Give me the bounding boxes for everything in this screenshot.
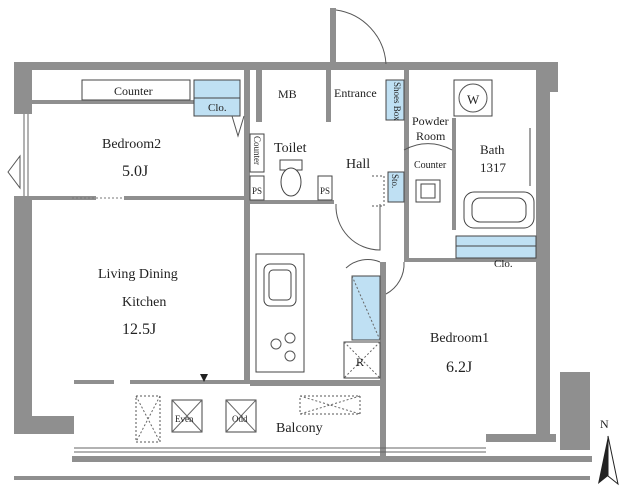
- mb-area: MB: [278, 87, 297, 101]
- ps-right-label: PS: [320, 186, 330, 196]
- bedroom2-area: Counter Clo. Bedroom2 5.0J: [81, 79, 245, 180]
- windows: [7, 114, 486, 453]
- ldk-area: Living Dining Kitchen 12.5J R: [98, 253, 405, 379]
- powder-room-area: Powder Room W Counter: [403, 79, 493, 203]
- clo-bedroom2-label: Clo.: [208, 102, 227, 114]
- bath-label: Bath: [480, 142, 505, 157]
- hall-label: Hall: [346, 157, 370, 172]
- bedroom2-name: Bedroom2: [102, 137, 161, 152]
- powder-line2: Room: [416, 129, 446, 143]
- bedroom1-area: Bedroom1 6.2J: [430, 331, 489, 376]
- counter-toilet-label: Counter: [252, 136, 262, 165]
- washer-label: W: [467, 92, 480, 107]
- clo-bedroom1-label: Clo.: [494, 258, 513, 270]
- ldk-name-line1: Living Dining: [98, 267, 178, 282]
- balcony-area: Even Odd Balcony: [135, 374, 361, 443]
- even-label: Even: [175, 414, 194, 424]
- toilet-label: Toilet: [274, 141, 307, 156]
- bedroom1-name: Bedroom1: [430, 331, 489, 346]
- ldk-size: 12.5J: [122, 321, 156, 338]
- counter-top-label: Counter: [114, 84, 153, 98]
- toilet-area: Counter Toilet PS PS: [249, 133, 333, 201]
- balcony-label: Balcony: [276, 421, 323, 436]
- refrigerator-label: R: [356, 355, 364, 369]
- north-arrow-icon: [598, 436, 608, 484]
- ps-left-label: PS: [252, 186, 262, 196]
- entrance-door: [330, 8, 387, 70]
- ldk-name-line2: Kitchen: [122, 295, 166, 310]
- mb-label: MB: [278, 87, 297, 101]
- north-arrow: N: [598, 417, 619, 486]
- walls: [14, 62, 592, 480]
- bath-area: Bath 1317 Clo.: [455, 128, 537, 270]
- bedroom2-size: 5.0J: [122, 163, 148, 180]
- sto-label: Sto.: [390, 174, 400, 188]
- entrance-area: Entrance Shoes Box: [334, 79, 405, 121]
- powder-line1: Powder: [412, 114, 449, 128]
- odd-label: Odd: [232, 414, 248, 424]
- bedroom1-size: 6.2J: [446, 359, 472, 376]
- hall-area: Hall Sto.: [335, 157, 405, 251]
- shoes-box-label: Shoes Box: [392, 82, 402, 121]
- toilet-bowl: [280, 167, 302, 197]
- bath-size-label: 1317: [480, 160, 507, 175]
- stove-burners: [270, 332, 296, 362]
- counter-powder-label: Counter: [414, 160, 447, 171]
- north-label: N: [600, 417, 609, 431]
- entrance-label: Entrance: [334, 86, 377, 100]
